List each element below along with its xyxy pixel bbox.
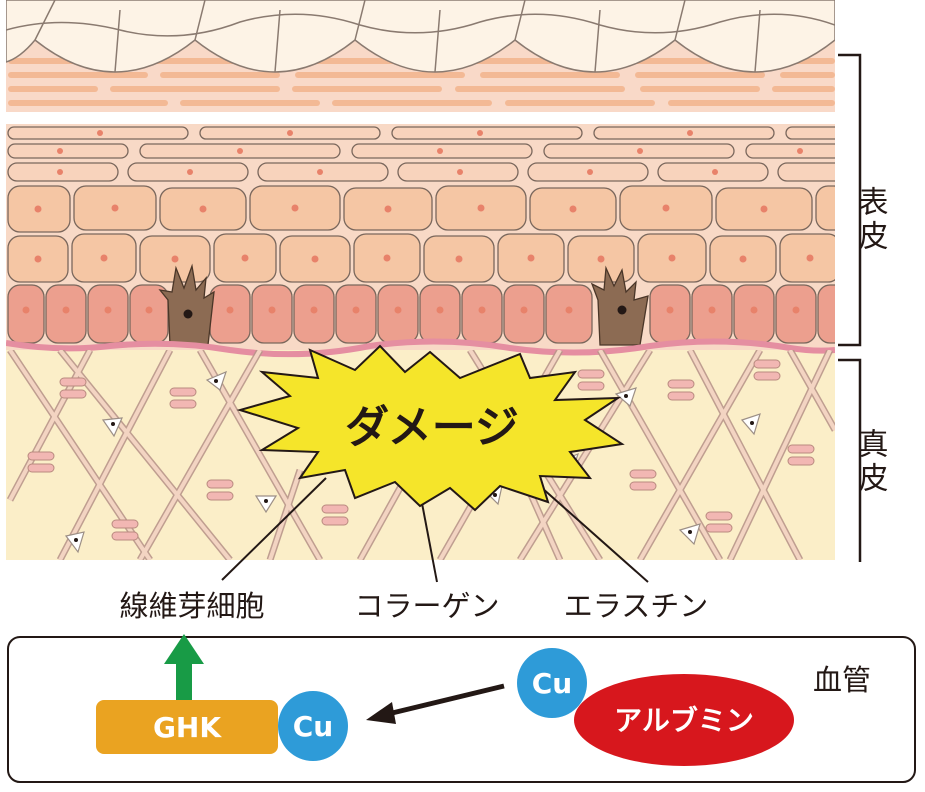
blood-vessel-label: 血管: [813, 663, 871, 697]
transfer-arrow-icon: [366, 683, 505, 724]
leader-lines: [221, 477, 649, 583]
cu-bound-circle: [278, 691, 348, 761]
ghk-label: GHK: [153, 711, 222, 744]
collagen-label: コラーゲン: [354, 589, 499, 623]
surface-scales: [6, 0, 835, 73]
ghk-box: [96, 700, 278, 754]
dermis-bracket: [838, 358, 862, 562]
damage-burst: ダメージ: [236, 344, 625, 512]
epidermis-label: 表皮: [853, 186, 889, 254]
albumin-label: アルブミン: [614, 704, 754, 737]
dermis-label: 真皮: [853, 428, 889, 496]
skin-cross-section: [6, 0, 835, 560]
basal-layer: [7, 284, 835, 344]
albumin-ellipse: [574, 674, 794, 766]
cu-bound-label: Cu: [293, 710, 333, 743]
elastin-label: エラスチン: [564, 589, 708, 623]
melanocyte: [590, 265, 649, 346]
damage-label: ダメージ: [345, 402, 519, 453]
basement-membrane: [6, 338, 835, 358]
granular-layer: [7, 126, 835, 182]
melanocyte: [158, 263, 215, 346]
cu-free-label: Cu: [532, 667, 572, 700]
up-arrow-icon: [164, 634, 204, 702]
epidermis-bracket: [838, 53, 862, 347]
cu-free-circle: [517, 648, 587, 718]
fibroblast-label: 線維芽細胞: [119, 589, 264, 623]
